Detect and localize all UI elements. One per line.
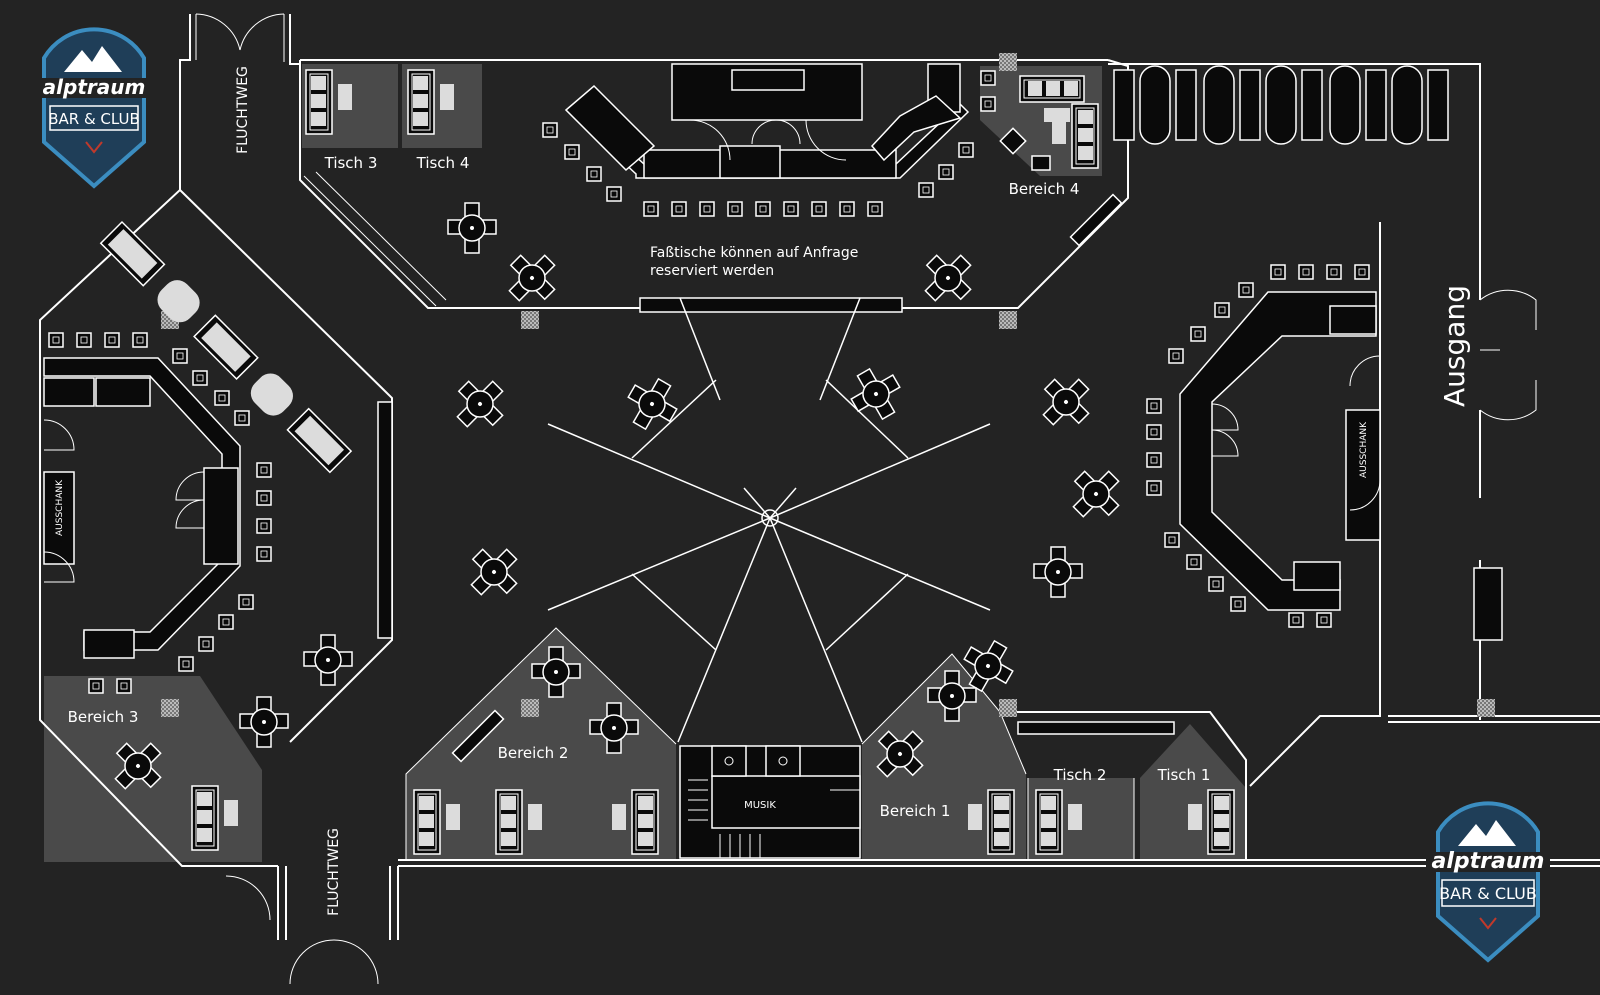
label-musik: MUSIK xyxy=(744,800,776,811)
top-bar-rail xyxy=(639,297,903,313)
label-fluchtweg-top: FLUCHTWEG xyxy=(235,66,251,154)
label-ausgang: Ausgang xyxy=(1438,285,1471,407)
logo-script: alptraum xyxy=(43,75,146,99)
top-left-wall-bench xyxy=(303,175,437,307)
mountain-icon xyxy=(64,46,122,72)
dj-booth xyxy=(679,745,861,859)
tisch-rail xyxy=(1017,721,1175,735)
torch-icon xyxy=(85,141,103,154)
doors xyxy=(195,13,1537,985)
label-bereich-3: Bereich 3 xyxy=(68,708,139,726)
label-bereich-2: Bereich 2 xyxy=(498,744,569,762)
zone-bereich-2 xyxy=(406,628,676,860)
logo-banner: BAR & CLUB xyxy=(48,110,140,128)
logo-bottom-right: alptraum BAR & CLUB xyxy=(1426,801,1550,963)
bereich-4-rail xyxy=(1069,193,1123,247)
mountain-icon xyxy=(1458,820,1516,846)
left-bar xyxy=(43,357,241,659)
left-wall-bench xyxy=(377,401,393,639)
logo-script: alptraum xyxy=(1432,849,1545,874)
label-tisch-4: Tisch 4 xyxy=(416,154,470,172)
label-bereich-1: Bereich 1 xyxy=(880,802,951,820)
dance-floor-spokes xyxy=(547,297,991,743)
bereich-2-rail xyxy=(451,709,505,763)
logo-top-left: alptraum BAR & CLUB xyxy=(36,27,152,189)
label-tisch-2: Tisch 2 xyxy=(1053,766,1107,784)
notice-line-1: Faßtische können auf Anfrage xyxy=(650,245,858,261)
label-ausschank-right: AUSSCHANK xyxy=(1359,421,1369,478)
label-fluchtweg-bottom: FLUCHTWEG xyxy=(326,828,342,916)
entrance-benches xyxy=(1113,65,1449,145)
reservation-notice: Faßtische können auf Anfrage reserviert … xyxy=(650,245,858,279)
right-bar xyxy=(1179,291,1381,611)
logo-banner: BAR & CLUB xyxy=(1439,884,1537,903)
label-ausschank-left: AUSSCHANK xyxy=(55,479,65,536)
label-tisch-3: Tisch 3 xyxy=(324,154,378,172)
label-bereich-4: Bereich 4 xyxy=(1009,180,1080,198)
notice-line-2: reserviert werden xyxy=(650,263,774,279)
torch-icon xyxy=(1479,917,1497,930)
label-tisch-1: Tisch 1 xyxy=(1157,766,1211,784)
zone-bereich-1 xyxy=(862,654,1026,860)
lounge-sofas xyxy=(191,69,1235,855)
top-bar xyxy=(564,63,970,179)
left-diagonal-lounge xyxy=(99,220,353,474)
